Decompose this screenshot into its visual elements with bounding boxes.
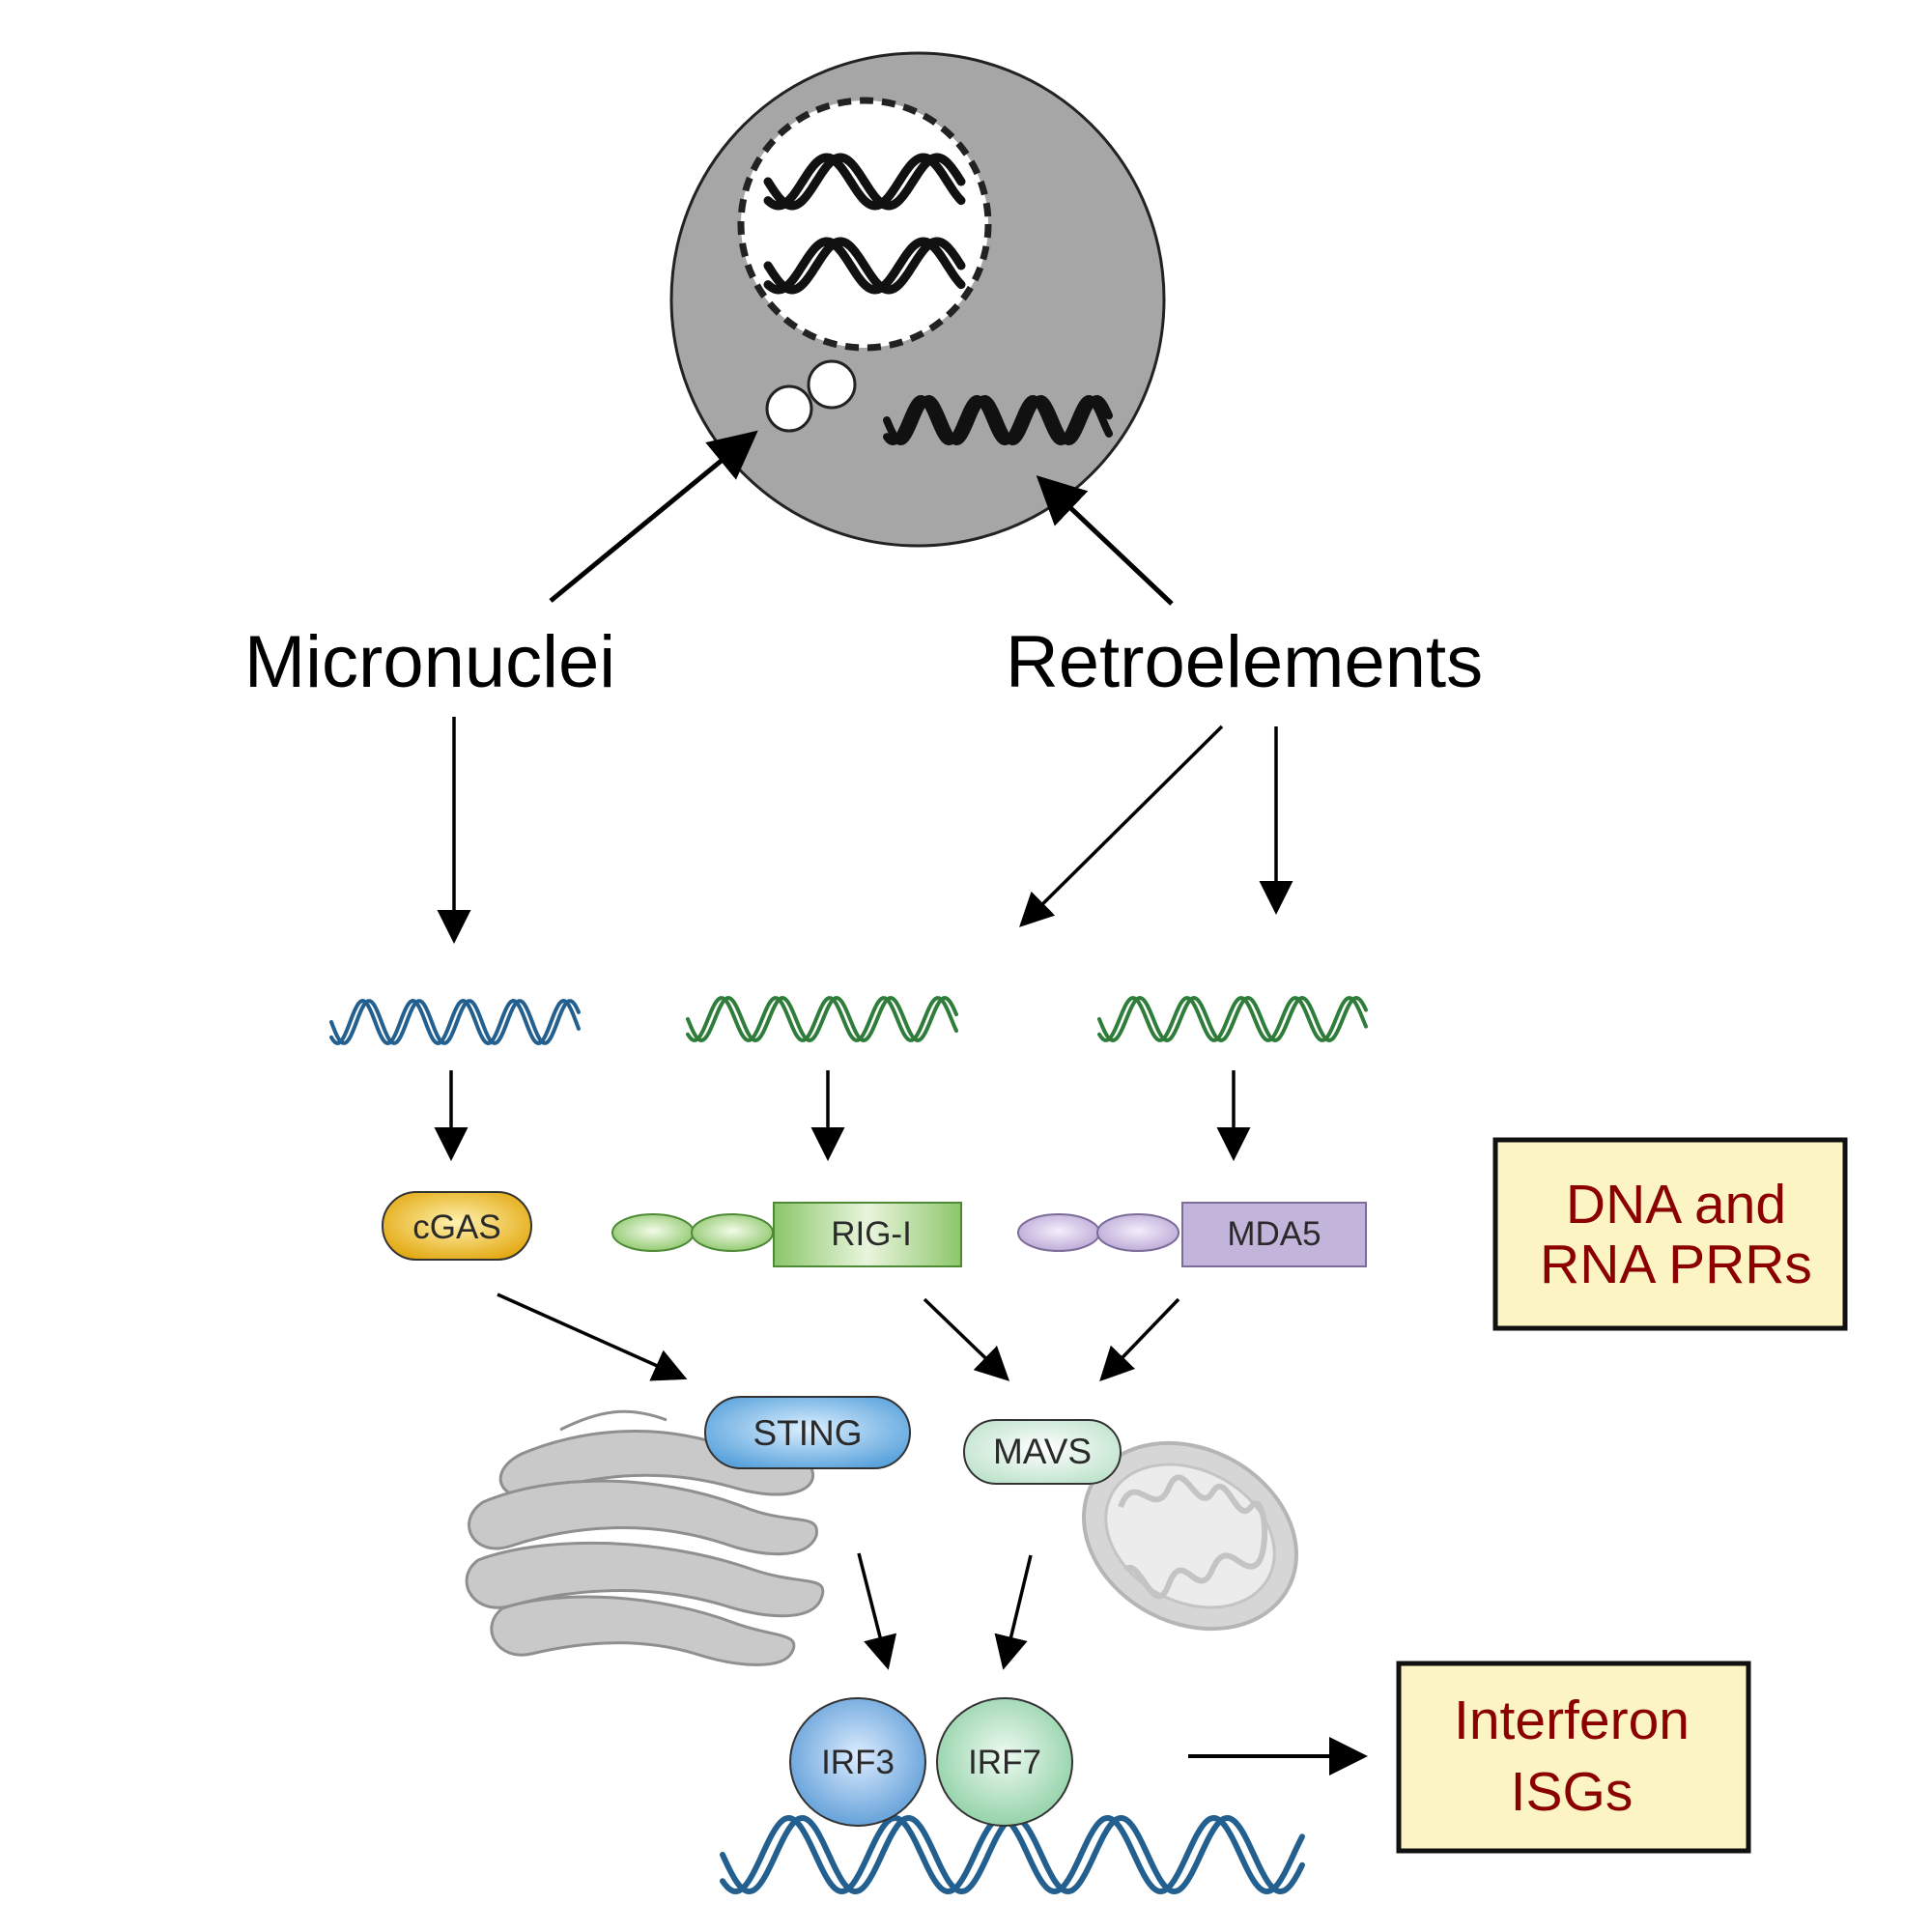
arrow-micronuclei-to-cell [549,430,758,603]
dna-helix-icon [720,1814,1305,1895]
rigi-protein: RIG-I [611,1202,962,1267]
prr-box-line1: DNA and [1566,1174,1786,1236]
cgas-label: cGAS [412,1208,500,1246]
rigi-label: RIG-I [831,1215,912,1253]
micronuclei-label: Micronuclei [244,621,615,703]
irf7-protein: IRF7 [936,1697,1073,1827]
arrow-retroelements-to-cell [1036,475,1174,606]
mda5-label: MDA5 [1227,1215,1321,1253]
mda5-protein: MDA5 [1017,1202,1367,1267]
dna-helix-icon [329,998,581,1046]
irf3-protein: IRF3 [789,1697,926,1827]
nuclear-dna-icon [763,153,966,295]
mitochondrion-icon [1082,1440,1298,1632]
arrow-mavs-to-irf7 [994,1554,1033,1670]
arrow-rigi-to-mavs [923,1297,1010,1381]
irf3-label: IRF3 [821,1744,895,1781]
prr-box-line2: RNA PRRs [1540,1234,1812,1295]
retroelements-label: Retroelements [1006,621,1483,703]
isg-box-line1: Interferon [1454,1690,1690,1751]
golgi-er-icon [465,1409,825,1666]
prr-box: DNA and RNA PRRs [1492,1137,1848,1331]
retroelement-dna-icon [883,394,1113,446]
arrow-mda5-to-mavs [1099,1297,1180,1382]
mavs-label: MAVS [993,1432,1092,1471]
arrow-sting-to-irf3 [857,1552,897,1670]
rna-helix-icon [1097,995,1368,1043]
isg-box: Interferon ISGs [1396,1661,1751,1854]
irf7-label: IRF7 [968,1744,1041,1781]
arrow-retro-diagonal [1019,724,1224,927]
rna-helix-icon [686,995,958,1043]
nucleus-icon [737,97,992,352]
micronucleus-icon [765,359,857,433]
cgas-protein: cGAS [382,1191,532,1261]
isg-box-line2: ISGs [1511,1761,1634,1823]
sting-protein: STING [704,1396,911,1469]
arrow-cgas-to-sting [497,1293,688,1381]
sting-label: STING [753,1413,862,1453]
mavs-protein: MAVS [963,1419,1122,1485]
